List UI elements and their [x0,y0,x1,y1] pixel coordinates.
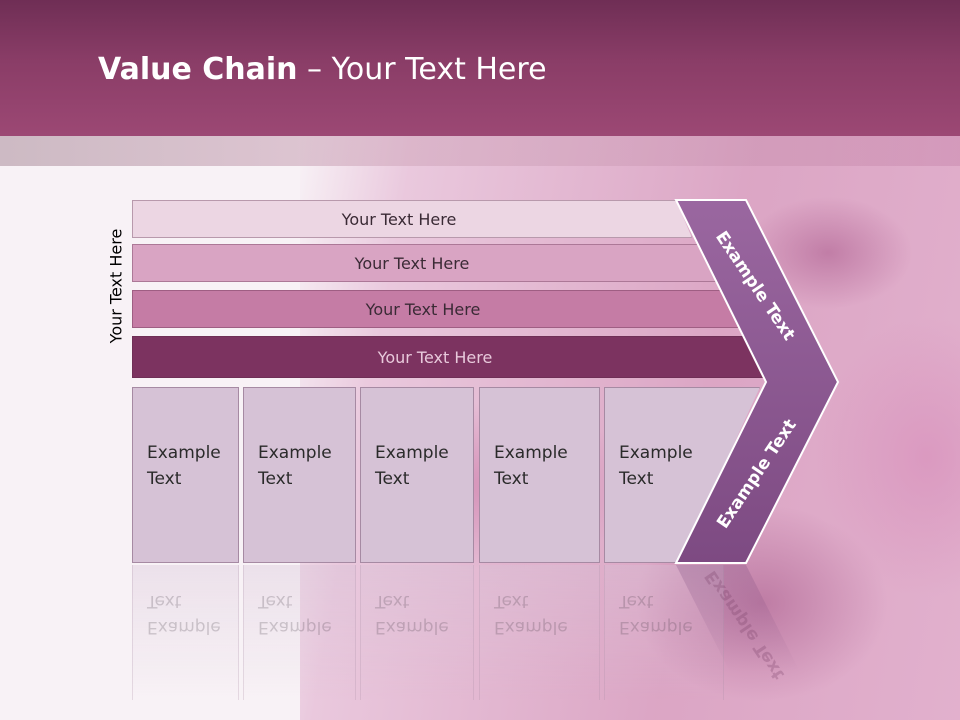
box-3: Example Text [360,387,474,563]
box-4: Example Text [479,387,600,563]
title-bold: Value Chain [98,52,298,87]
header-band [0,136,960,166]
chevron-shape [674,199,840,564]
bar-2-label: Your Text Here [354,253,470,273]
box-1: Example Text [132,387,239,563]
bar-4-label: Your Text Here [377,347,493,367]
header-bar [0,0,960,136]
bar-1-label: Your Text Here [341,209,457,229]
title-rest: – Your Text Here [297,52,547,87]
slide-title: Value Chain – Your Text Here [98,52,547,87]
bar-1: Your Text Here [132,200,692,238]
bar-3: Your Text Here [132,290,740,328]
bar-4: Your Text Here [132,336,764,378]
chevron-reflection [676,565,800,672]
bar-3-label: Your Text Here [365,299,481,319]
box-2: Example Text [243,387,356,563]
bar-2: Your Text Here [132,244,718,282]
